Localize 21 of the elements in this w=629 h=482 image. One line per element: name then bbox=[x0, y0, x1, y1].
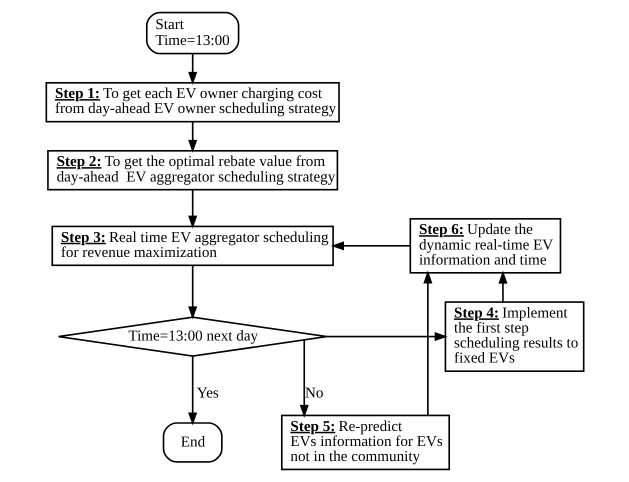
node-box: Start Time=13:00 bbox=[145, 12, 239, 54]
node-diamond: Time=13:00 next day bbox=[57, 316, 328, 357]
node-box: Step 2: To get the optimal rebate value from day-ahead EV aggregator scheduling strategy bbox=[46, 150, 338, 190]
node-box: Step 1: To get each EV owner charging cost from day-ahead EV owner scheduling strategy bbox=[45, 82, 340, 122]
edge-label: No bbox=[304, 385, 323, 402]
arrow bbox=[498, 270, 507, 302]
node-box: Step 6: Update the dynamic real-time EV information and time bbox=[409, 218, 561, 274]
arrow bbox=[188, 356, 197, 426]
arrow bbox=[188, 190, 197, 229]
node-box: End bbox=[162, 422, 222, 463]
arrow bbox=[188, 54, 197, 85]
node-box: Step 4: Implement the first step scheduling results to fixed EVs bbox=[444, 301, 584, 372]
node-box: Step 5: Re-predict EVs information for EVs not in the community bbox=[280, 414, 450, 470]
arrow bbox=[188, 266, 197, 320]
arrow bbox=[326, 332, 448, 342]
arrow bbox=[188, 122, 197, 153]
arrow bbox=[422, 270, 432, 416]
node-box: Step 3: Real time EV aggregator scheduling for revenue maximization bbox=[50, 226, 334, 266]
arrow bbox=[299, 340, 308, 418]
edge-label: Yes bbox=[196, 385, 218, 402]
arrow bbox=[330, 241, 410, 250]
